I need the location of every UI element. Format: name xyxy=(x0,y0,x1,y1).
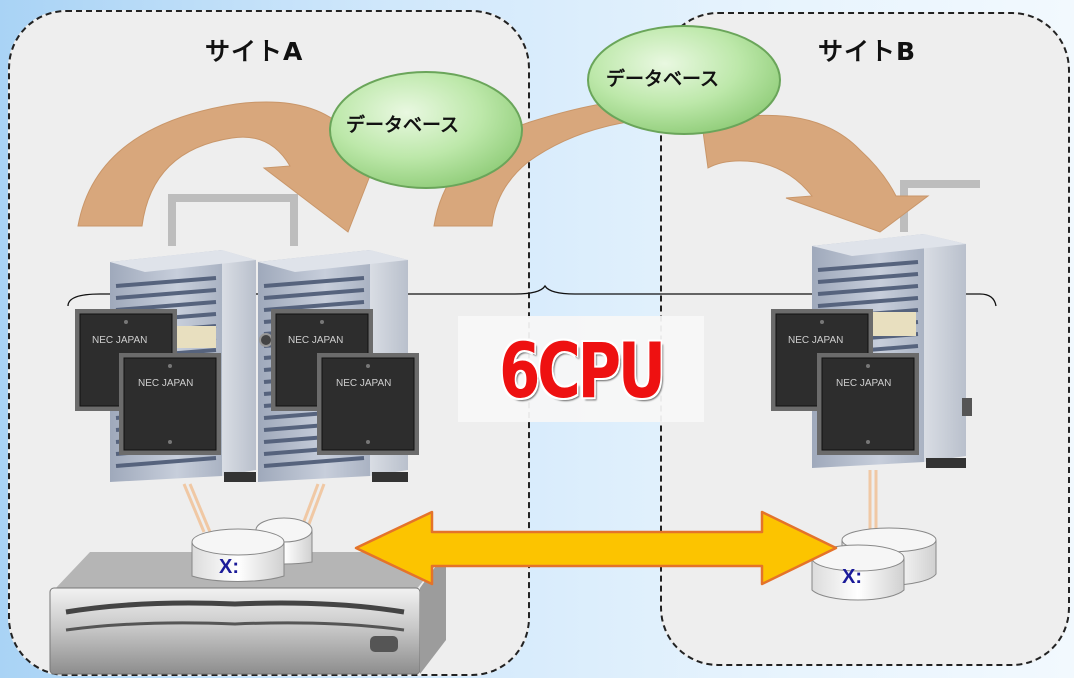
drive-label-site-a: X: xyxy=(219,556,239,578)
cpu-chip-icon xyxy=(118,352,222,456)
chip-label: NEC JAPAN xyxy=(788,335,844,346)
site-b-title: サイトB xyxy=(818,37,917,66)
cpu-chip-icon xyxy=(316,352,420,456)
cpu-total-label: 6CPU xyxy=(499,325,666,415)
cpu-chip-icon xyxy=(816,352,920,456)
drive-label-site-b: X: xyxy=(842,566,862,588)
cpu-group-bracket xyxy=(67,284,997,307)
database-bubble-icon xyxy=(587,25,781,135)
chip-label: NEC JAPAN xyxy=(138,378,194,389)
chip-label: NEC JAPAN xyxy=(288,335,344,346)
storage-array-icon xyxy=(49,552,446,675)
chip-label: NEC JAPAN xyxy=(336,378,392,389)
chip-label: NEC JAPAN xyxy=(92,335,148,346)
disk-icon xyxy=(191,528,285,582)
site-a-title: サイトA xyxy=(205,37,304,66)
db-flow-arrow-site-b xyxy=(701,114,930,233)
cpu-label-backdrop xyxy=(458,316,704,422)
database-label-right: データベース xyxy=(606,68,720,90)
database-bubble-icon xyxy=(329,71,523,189)
replication-arrow xyxy=(354,510,838,586)
chip-label: NEC JAPAN xyxy=(836,378,892,389)
database-label-left: データベース xyxy=(346,114,460,136)
disk-icon xyxy=(811,544,905,601)
